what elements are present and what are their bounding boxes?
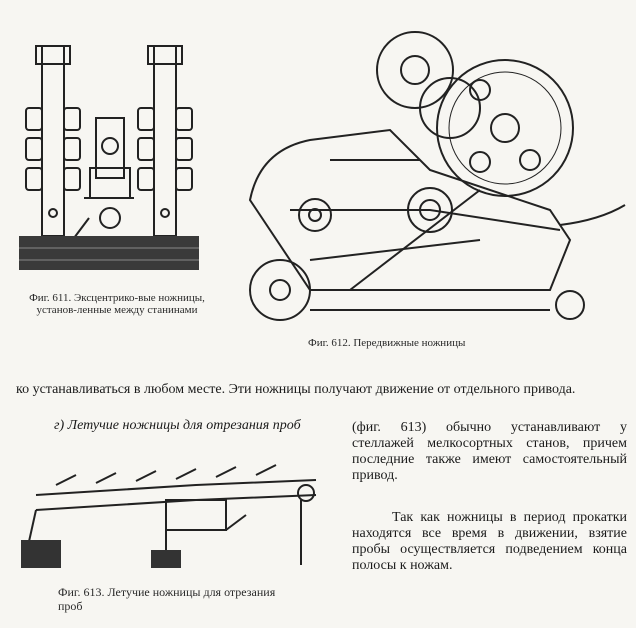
- paragraph-2: г) Летучие ножницы для отрезания проб: [16, 418, 626, 434]
- paragraph-2-body: (фиг. 613) обычно устанавливают у стелла…: [352, 420, 627, 483]
- figure-613-caption: Фиг. 613. Летучие ножницы для отрезания …: [58, 585, 276, 613]
- paragraph-3: Так как ножницы в период прокатки находя…: [352, 510, 627, 573]
- figure-611-caption: Фиг. 611. Эксцентрико-вые ножницы, устан…: [29, 292, 205, 316]
- figure-611-drawing: [19, 45, 199, 270]
- figure-613-drawing: [21, 464, 317, 568]
- paragraph-2-heading: г) Летучие ножницы для отрезания проб: [54, 418, 301, 433]
- paragraph-1: ко устанавливаться в любом месте. Эти но…: [16, 382, 576, 397]
- figure-612-drawing: [248, 31, 626, 321]
- figure-612-caption: Фиг. 612. Передвижные ножницы: [308, 337, 466, 349]
